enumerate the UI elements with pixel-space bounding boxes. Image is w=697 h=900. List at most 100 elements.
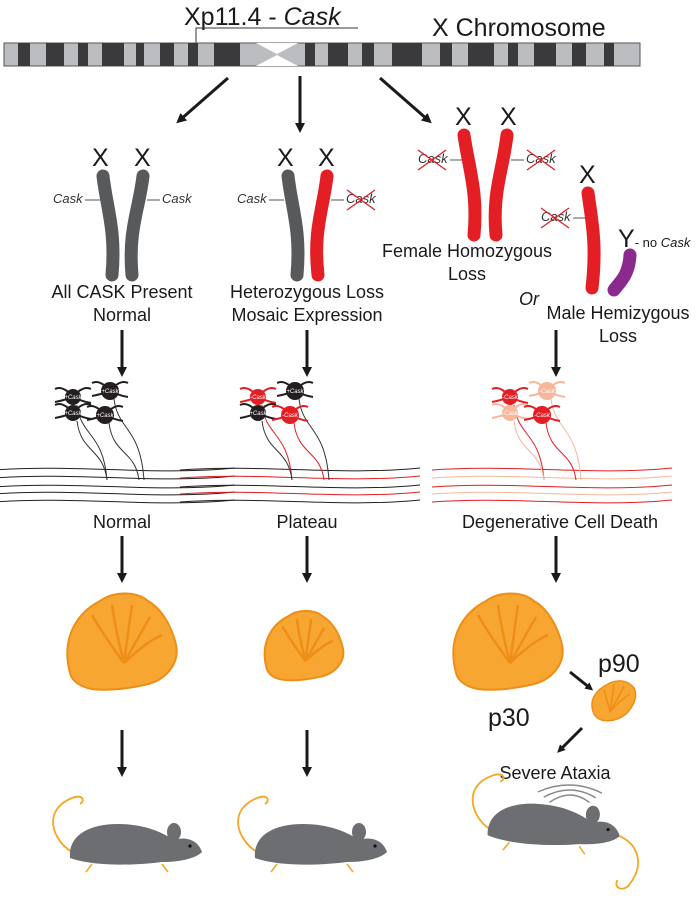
mouse-feet	[270, 863, 354, 873]
neuron-cell-body	[65, 405, 81, 421]
tremor-line	[543, 789, 597, 799]
parallel-fiber	[431, 484, 673, 489]
cell-genotype-tag: -Cask	[539, 389, 556, 395]
arrow-to-ataxia	[557, 726, 584, 753]
female-loss-label: Loss	[448, 264, 486, 284]
y-label: Y- no Cask	[618, 225, 692, 253]
axon	[293, 422, 325, 481]
cerebellar-folium	[304, 619, 313, 662]
normal-x-chromosome	[124, 169, 150, 282]
deletion-cross-icon	[417, 149, 447, 171]
deletion-cross-icon	[540, 207, 570, 229]
mutant-x-chromosome	[581, 186, 601, 295]
mouse-eye	[373, 844, 377, 848]
phenotype-label: Severe Ataxia	[499, 763, 611, 783]
cerebellar-folium	[508, 616, 538, 664]
neuron-cell-body	[286, 382, 304, 400]
arrow-to-loss	[379, 76, 432, 124]
gene-label: Cask	[162, 191, 193, 206]
parallel-fiber	[179, 467, 421, 472]
mouse-feet	[85, 863, 169, 873]
cerebellar-folium	[90, 614, 126, 664]
normal-chromosomes: X X Cask Cask	[53, 144, 193, 282]
parallel-fiber	[179, 499, 421, 504]
parallel-fiber	[431, 499, 673, 504]
parallel-fiber	[0, 484, 236, 489]
y-chromosome	[607, 248, 637, 297]
age-label-p30: p30	[488, 704, 530, 732]
heterozygous-chromosomes: X X Cask Cask	[237, 144, 377, 282]
normal-x-chromosome	[96, 169, 120, 282]
axon	[76, 420, 108, 481]
neuron-cell-body	[502, 389, 518, 405]
cerebellum-body	[452, 592, 564, 691]
x-label: X	[579, 161, 596, 189]
cerebellum-body	[66, 592, 178, 691]
parallel-fiber	[431, 491, 673, 496]
cell-genotype-tag: -Cask	[502, 411, 519, 417]
mouse-ataxic	[471, 773, 639, 890]
cell-state-label: Degenerative Cell Death	[462, 512, 658, 532]
genotype-label: All CASK Present	[51, 282, 192, 302]
mouse-tail	[237, 795, 269, 853]
genotype-label: Normal	[93, 305, 151, 325]
x-chromosome-title: X Chromosome	[432, 14, 606, 42]
mouse-eye	[606, 827, 610, 832]
mouse-plateau	[237, 795, 387, 873]
neuron-cell-body	[101, 382, 119, 400]
genotype-label: Heterozygous Loss	[230, 282, 384, 302]
cerebellar-folium	[123, 633, 163, 664]
cerebellar-folium	[508, 604, 520, 664]
locus-label: Xp11.4 - Cask	[184, 3, 342, 31]
mouse-ear	[585, 805, 600, 824]
cerebellar-folium	[509, 633, 549, 664]
parallel-fiber	[431, 467, 673, 472]
cerebellum-normal	[66, 592, 178, 691]
cerebellar-folium	[304, 639, 334, 662]
chromosome-ideogram	[3, 42, 641, 67]
male-loss-label: Loss	[599, 326, 637, 346]
neuron-cell-body	[65, 389, 81, 405]
mouse-tail	[52, 795, 84, 853]
neuron-cell-body	[96, 406, 114, 424]
parallel-fiber	[179, 475, 421, 480]
cell-genotype-tag: -Cask	[534, 413, 551, 419]
x-label: X	[500, 103, 517, 131]
cell-genotype-tag: +Cask	[64, 411, 82, 417]
cerebellar-folium	[122, 616, 152, 664]
mutant-x-chromosome	[488, 128, 514, 242]
cell-genotype-tag: +Cask	[286, 389, 304, 395]
cerebellar-folium	[281, 625, 307, 662]
parallel-fiber	[179, 484, 421, 489]
axon	[513, 420, 545, 481]
neuron-cell-body	[250, 405, 266, 421]
female-loss-label: Female Homozygous	[382, 241, 552, 261]
mutant-x-chromosome	[457, 128, 482, 242]
arrow-p30-to-p90	[569, 670, 594, 691]
axon	[550, 398, 582, 481]
or-label: Or	[519, 289, 540, 309]
axon	[108, 422, 140, 481]
axon	[113, 398, 145, 481]
axon	[261, 420, 293, 481]
cerebellum-body	[591, 680, 637, 722]
tremor-line	[549, 794, 590, 804]
male-loss-label: Male Hemizygous	[546, 303, 689, 323]
cerebellum-p90	[591, 680, 637, 722]
parallel-fiber	[179, 491, 421, 496]
cell-state-label: Plateau	[276, 512, 337, 532]
arrow-to-normal	[176, 76, 229, 124]
mouse-body	[487, 803, 620, 845]
cerebellar-folium	[122, 604, 134, 664]
mouse-normal	[52, 795, 202, 873]
neuron-cell-body	[533, 406, 551, 424]
mouse-ear	[167, 823, 181, 841]
genotype-label: Mosaic Expression	[231, 305, 382, 325]
cerebellar-folium	[609, 693, 631, 713]
neuron-cell-body	[538, 382, 556, 400]
parallel-fiber	[0, 499, 236, 504]
x-label: X	[455, 103, 472, 131]
normal-cell-network: +Cask+Cask+Cask+Cask	[0, 381, 236, 504]
age-label-p90: p90	[598, 650, 640, 678]
cerebellar-folium	[476, 614, 512, 664]
